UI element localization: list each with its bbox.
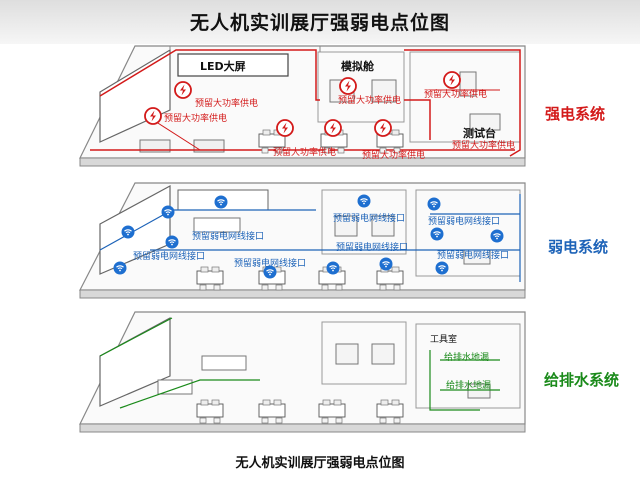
page-title: 无人机实训展厅强弱电点位图 (189, 12, 450, 34)
lightning-icon (144, 107, 162, 125)
lightning-icon (443, 71, 461, 89)
wifi-icon (112, 260, 128, 276)
wifi-icon (213, 194, 229, 210)
water-floor-plan (79, 311, 526, 433)
weak-system-label: 弱电系统 (548, 238, 609, 256)
svg-text:预留弱电网线接口: 预留弱电网线接口 (428, 215, 500, 227)
wifi-icon (434, 260, 450, 276)
strong-floor-plan (79, 45, 526, 167)
weak-floor-plan (79, 182, 526, 299)
water-system-label: 给排水系统 (544, 371, 620, 389)
wifi-icon (120, 224, 136, 240)
sim-cabin-label: 模拟舱 (341, 59, 375, 73)
wifi-icon (356, 193, 372, 209)
svg-text:预留弱电网线接口: 预留弱电网线接口 (192, 230, 264, 242)
lightning-icon (339, 77, 357, 95)
power-points: 预留大功率供电 预留大功率供电 预留大功率供电 预留大功率供电 预留大功率供电 … (144, 71, 515, 161)
svg-text:预留弱电网线接口: 预留弱电网线接口 (234, 257, 306, 269)
svg-text:预留弱电网线接口: 预留弱电网线接口 (333, 212, 405, 224)
lightning-icon (374, 119, 392, 137)
svg-text:给排水地漏: 给排水地漏 (446, 379, 491, 391)
wifi-icon (160, 204, 176, 220)
wifi-icon (426, 196, 442, 212)
svg-text:预留弱电网线接口: 预留弱电网线接口 (437, 249, 509, 261)
svg-text:给排水地漏: 给排水地漏 (444, 351, 489, 363)
lightning-icon (174, 81, 192, 99)
svg-text:工具室: 工具室 (430, 333, 457, 345)
figure-caption: 无人机实训展厅强弱电点位图 (235, 456, 405, 471)
wifi-icon (164, 234, 180, 250)
test-bench-label: 测试台 (463, 126, 496, 140)
floor-drain-labels: 给排水地漏 给排水地漏 (444, 351, 491, 391)
title-bar (0, 0, 640, 44)
tool-room-label: 工具室 (430, 333, 457, 345)
svg-text:预留大功率供电: 预留大功率供电 (424, 88, 487, 100)
lightning-icon (324, 119, 342, 137)
lightning-icon (276, 119, 294, 137)
svg-text:预留弱电网线接口: 预留弱电网线接口 (336, 241, 408, 253)
wifi-icon (429, 226, 445, 242)
svg-text:预留大功率供电: 预留大功率供电 (362, 149, 425, 161)
svg-text:预留大功率供电: 预留大功率供电 (338, 94, 401, 106)
svg-text:测试台: 测试台 (463, 126, 496, 140)
network-points: 预留弱电网线接口 预留弱电网线接口 预留弱电网线接口 预留弱电网线接口 预留弱电… (112, 193, 509, 280)
svg-text:模拟舱: 模拟舱 (341, 59, 375, 73)
svg-text:LED大屏: LED大屏 (200, 59, 246, 73)
strong-system-label: 强电系统 (545, 105, 606, 123)
wifi-icon (489, 228, 505, 244)
svg-text:预留大功率供电: 预留大功率供电 (273, 146, 336, 158)
svg-text:预留大功率供电: 预留大功率供电 (164, 112, 227, 124)
wifi-icon (378, 256, 394, 272)
wifi-icon (325, 260, 341, 276)
svg-text:预留大功率供电: 预留大功率供电 (452, 139, 515, 151)
svg-text:预留大功率供电: 预留大功率供电 (195, 97, 258, 109)
led-screen-label: LED大屏 (200, 59, 246, 73)
svg-text:预留弱电网线接口: 预留弱电网线接口 (133, 250, 205, 262)
